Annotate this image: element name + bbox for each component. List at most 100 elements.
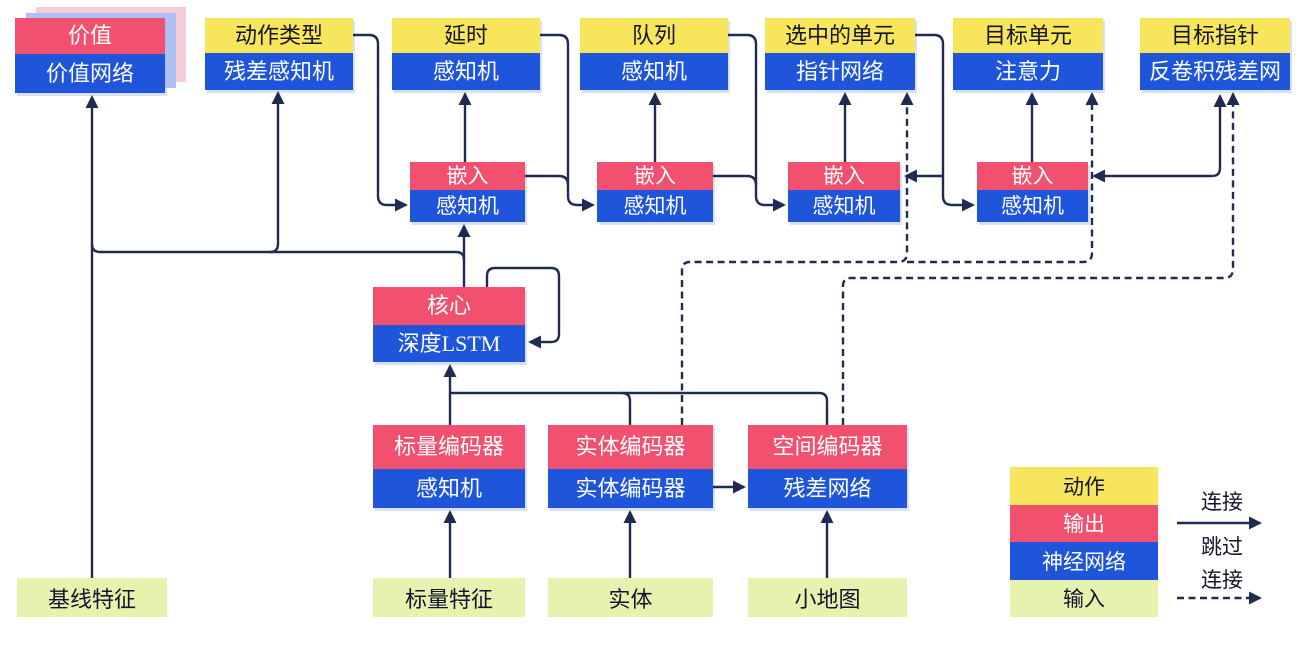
legend-swatch-0-label: 动作 bbox=[1063, 474, 1105, 499]
legend-swatch-0: 动作 bbox=[1010, 467, 1158, 505]
delay-header-label: 延时 bbox=[443, 22, 488, 48]
edge-entity-encoder-out-junction bbox=[621, 391, 632, 425]
embedding-1-node: 嵌入感知机 bbox=[410, 162, 525, 222]
value-node: 价值价值网络 bbox=[15, 7, 186, 93]
target-point-body-label: 反卷积残差网 bbox=[1148, 58, 1281, 84]
core-node: 核心深度LSTM bbox=[373, 287, 525, 362]
entity-encoder-header: 实体编码器 bbox=[548, 425, 713, 469]
selected-units-header: 选中的单元 bbox=[765, 18, 915, 53]
embedding-3-body: 感知机 bbox=[788, 190, 900, 222]
embedding-1-header: 嵌入 bbox=[410, 162, 525, 190]
spatial-encoder-header-label: 空间编码器 bbox=[772, 434, 883, 460]
queued-header-label: 队列 bbox=[631, 22, 676, 48]
queued-header: 队列 bbox=[580, 18, 728, 53]
embedding-1-body-label: 感知机 bbox=[436, 193, 499, 218]
embedding-4-body-label: 感知机 bbox=[1001, 193, 1064, 218]
action-type-header-label: 动作类型 bbox=[234, 22, 323, 48]
action-type-body: 残差感知机 bbox=[205, 53, 353, 90]
minimap-input-node: 小地图 bbox=[748, 578, 907, 617]
edge-core-to-action-type bbox=[269, 91, 285, 254]
legend-swatch-3-label: 输入 bbox=[1063, 587, 1105, 612]
spatial-encoder-body-label: 残差网络 bbox=[783, 475, 872, 501]
queued-node: 队列感知机 bbox=[580, 18, 728, 90]
legend-skip-label-line2: 连接 bbox=[1201, 568, 1243, 592]
embedding-2-body: 感知机 bbox=[597, 190, 713, 222]
entity-encoder-body: 实体编码器 bbox=[548, 469, 713, 508]
embedding-2-header: 嵌入 bbox=[597, 162, 713, 190]
action-type-header: 动作类型 bbox=[205, 18, 353, 53]
spatial-encoder-header: 空间编码器 bbox=[748, 425, 907, 469]
queued-body: 感知机 bbox=[580, 53, 728, 90]
core-header: 核心 bbox=[373, 287, 525, 325]
core-header-label: 核心 bbox=[426, 293, 471, 319]
scalar-encoder-body-label: 感知机 bbox=[415, 475, 482, 501]
embedding-4-body: 感知机 bbox=[977, 190, 1088, 222]
spatial-encoder-body: 残差网络 bbox=[748, 469, 907, 508]
minimap-label: 小地图 bbox=[794, 586, 861, 612]
embedding-3-node: 嵌入感知机 bbox=[788, 162, 900, 222]
edge-entity-skip-to-selected-units bbox=[680, 92, 914, 425]
target-point-header-label: 目标指针 bbox=[1170, 22, 1259, 48]
selected-units-body-label: 指针网络 bbox=[795, 58, 884, 84]
edge-spatial-skip-to-target-point bbox=[841, 92, 1240, 425]
scalar-encoder-header-label: 标量编码器 bbox=[393, 434, 504, 460]
embedding-4-header-label: 嵌入 bbox=[1011, 163, 1054, 188]
legend-swatch-2-label: 神经网络 bbox=[1042, 549, 1126, 574]
baseline-features-label: 基线特征 bbox=[47, 586, 136, 612]
value-header-label: 价值 bbox=[67, 23, 112, 49]
embedding-2-node: 嵌入感知机 bbox=[597, 162, 713, 222]
embedding-3-header-label: 嵌入 bbox=[823, 163, 865, 188]
value-header: 价值 bbox=[15, 18, 165, 54]
legend-swatch-3: 输入 bbox=[1010, 579, 1158, 617]
selected-units-node: 选中的单元指针网络 bbox=[765, 18, 915, 90]
edge-embedding-2-merge bbox=[713, 174, 758, 186]
embedding-1-header-label: 嵌入 bbox=[446, 163, 489, 188]
delay-body-label: 感知机 bbox=[432, 58, 499, 84]
target-point-node: 目标指针反卷积残差网 bbox=[1140, 18, 1290, 90]
embedding-1-body: 感知机 bbox=[410, 190, 525, 222]
embedding-4-node: 嵌入感知机 bbox=[977, 162, 1088, 222]
spatial-encoder-node: 空间编码器残差网络 bbox=[748, 425, 907, 508]
target-unit-node: 目标单元注意力 bbox=[953, 18, 1103, 90]
edge-embedding-4-to-target-point bbox=[1092, 94, 1227, 183]
entity-encoder-header-label: 实体编码器 bbox=[575, 434, 686, 460]
scalar-encoder-body: 感知机 bbox=[373, 469, 525, 508]
embedding-2-header-label: 嵌入 bbox=[634, 163, 676, 188]
legend-swatch-2: 神经网络 bbox=[1010, 542, 1158, 580]
legend-swatch-1-label: 输出 bbox=[1063, 512, 1105, 537]
scalar-encoder-header: 标量编码器 bbox=[373, 425, 525, 469]
target-unit-body: 注意力 bbox=[953, 53, 1103, 90]
legend-connect-label: 连接 bbox=[1201, 490, 1243, 514]
value-body: 价值网络 bbox=[15, 54, 165, 93]
delay-header: 延时 bbox=[392, 18, 540, 53]
scalar-encoder-node: 标量编码器感知机 bbox=[373, 425, 525, 508]
scalar-features-label: 标量特征 bbox=[404, 586, 493, 612]
edge-encoder-collect-horizontal bbox=[450, 391, 829, 425]
target-unit-body-label: 注意力 bbox=[994, 58, 1061, 84]
delay-node: 延时感知机 bbox=[392, 18, 540, 90]
selected-units-body: 指针网络 bbox=[765, 53, 915, 90]
embedding-3-body-label: 感知机 bbox=[812, 193, 876, 218]
edge-core-to-value-branch bbox=[90, 243, 466, 261]
legend-skip-label-line1: 跳过 bbox=[1201, 535, 1243, 559]
target-point-header: 目标指针 bbox=[1140, 18, 1290, 53]
legend-swatch-1: 输出 bbox=[1010, 504, 1158, 542]
edge-embedding-1-merge bbox=[525, 174, 570, 186]
target-unit-header: 目标单元 bbox=[953, 18, 1103, 53]
entities-label: 实体 bbox=[608, 586, 653, 612]
action-type-body-label: 残差感知机 bbox=[223, 58, 334, 84]
core-body: 深度LSTM bbox=[373, 325, 525, 362]
entities-input-node: 实体 bbox=[548, 578, 713, 617]
scalar-features-input-node: 标量特征 bbox=[373, 578, 525, 617]
delay-body: 感知机 bbox=[392, 53, 540, 90]
core-body-label: 深度LSTM bbox=[397, 330, 501, 356]
target-point-body: 反卷积残差网 bbox=[1140, 53, 1290, 90]
value-body-label: 价值网络 bbox=[45, 60, 134, 86]
embedding-4-header: 嵌入 bbox=[977, 162, 1088, 190]
selected-units-header-label: 选中的单元 bbox=[784, 22, 895, 48]
embedding-3-header: 嵌入 bbox=[788, 162, 900, 190]
target-unit-header-label: 目标单元 bbox=[983, 22, 1072, 48]
entity-encoder-body-label: 实体编码器 bbox=[575, 475, 686, 501]
baseline-features-input-node: 基线特征 bbox=[17, 578, 167, 617]
